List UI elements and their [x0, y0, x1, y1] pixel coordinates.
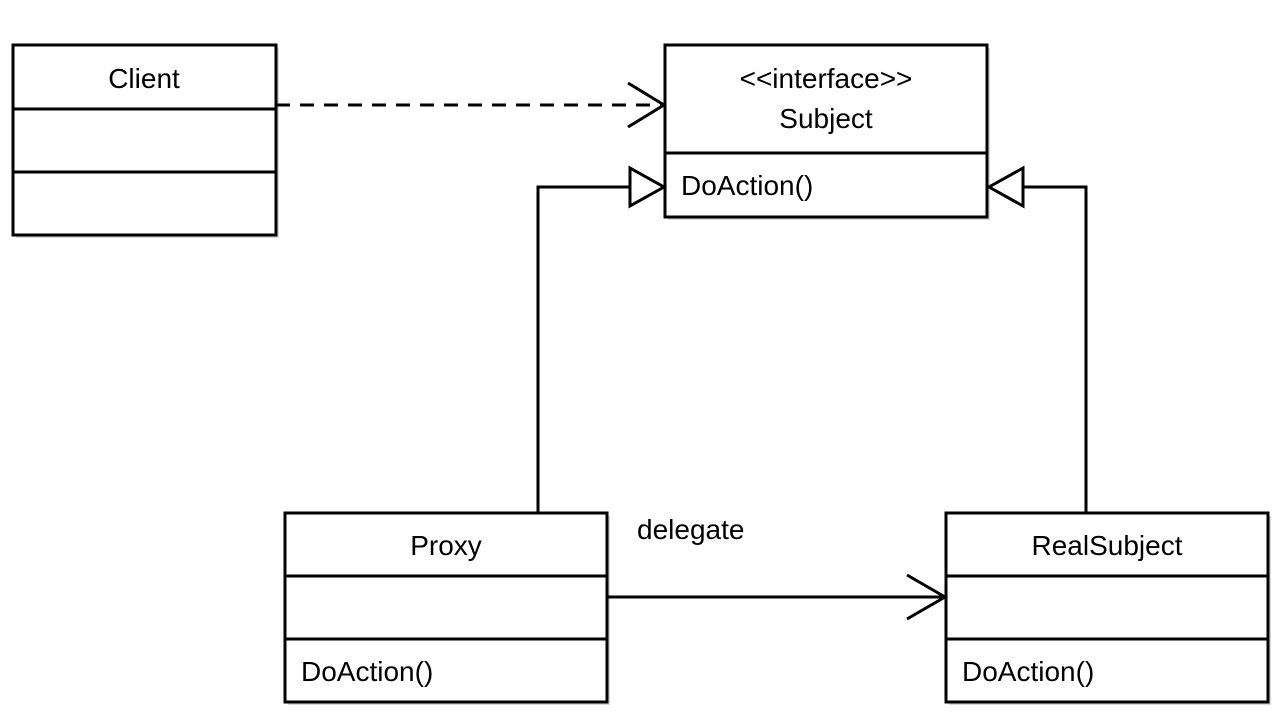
dependency-arrowhead: [627, 81, 667, 129]
realization-proxy-line: [536, 185, 630, 513]
delegate-arrowhead: [906, 573, 948, 621]
client-name: Client: [108, 63, 180, 94]
realization-proxy-subject: [536, 165, 668, 513]
realization-realsubject-triangle: [985, 165, 1025, 209]
proxy-box: [283, 511, 609, 704]
client-box: [11, 43, 278, 237]
subject-method: DoAction(): [681, 170, 813, 201]
proxy-method: DoAction(): [301, 656, 433, 687]
subject-name: Subject: [779, 103, 873, 134]
proxy-name: Proxy: [410, 530, 482, 561]
realization-proxy-triangle: [628, 165, 668, 209]
class-subject[interactable]: <<interface>> Subject DoAction(): [663, 43, 990, 220]
real-subject-method: DoAction(): [962, 656, 1094, 687]
real-subject-box: [944, 511, 1270, 704]
subject-box: [663, 43, 989, 219]
association-delegate: delegate: [607, 514, 948, 621]
subject-stereotype: <<interface>>: [740, 63, 913, 94]
realization-realsubject-line: [1023, 185, 1088, 513]
class-proxy[interactable]: Proxy DoAction(): [283, 511, 610, 705]
class-real-subject[interactable]: RealSubject DoAction(): [944, 511, 1271, 705]
real-subject-name: RealSubject: [1032, 530, 1183, 561]
delegate-label: delegate: [637, 514, 744, 545]
class-client[interactable]: Client: [11, 43, 279, 238]
dependency-client-subject: [276, 81, 667, 129]
realization-realsubject-subject: [985, 165, 1088, 513]
